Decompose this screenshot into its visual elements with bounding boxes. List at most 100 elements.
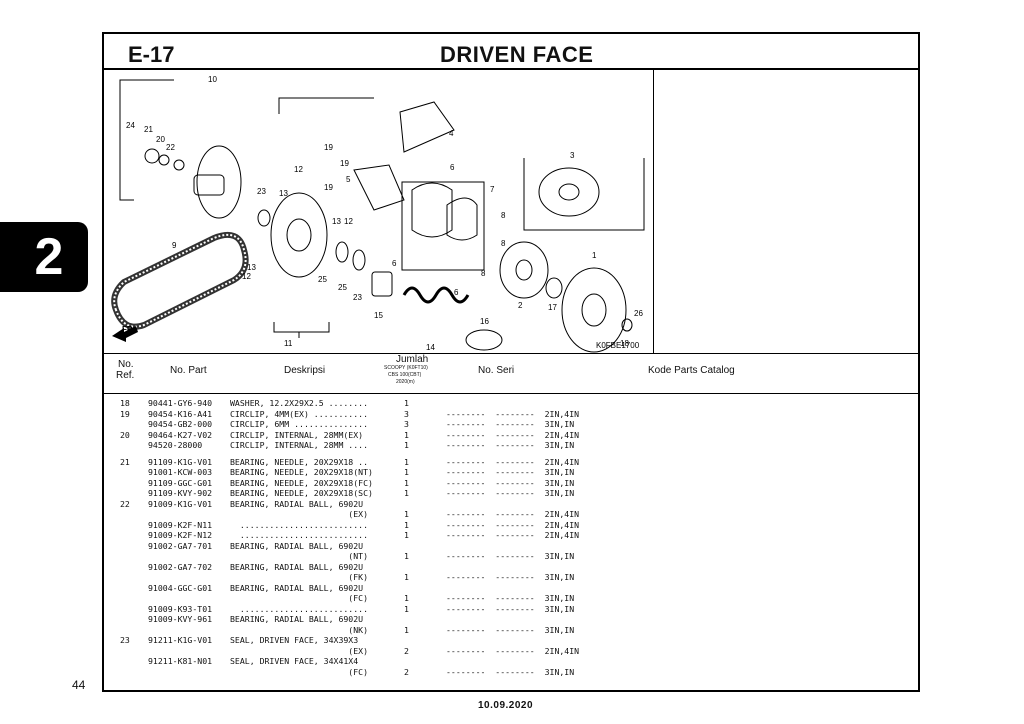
cell-qty: 1: [404, 488, 409, 498]
svg-text:3: 3: [570, 151, 575, 160]
catalog-frame: E-17 DRIVEN FACE: [102, 32, 920, 692]
col-part: No. Part: [170, 365, 207, 376]
cell-serial: -------- -------- 3IN,IN: [446, 572, 575, 582]
callout-box-left: [119, 79, 174, 201]
svg-text:25: 25: [338, 283, 347, 292]
cell-desc: CIRCLIP, INTERNAL, 28MM(EX): [230, 429, 364, 440]
page-header: E-17 DRIVEN FACE: [104, 34, 918, 70]
cell-desc: ..........................: [230, 603, 369, 614]
cell-qty: 1: [404, 530, 409, 540]
cell-part: 90454-K16-A41: [148, 408, 213, 419]
cell-part: 91009-K1G-V01: [148, 498, 213, 509]
col-desc: Deskripsi: [284, 365, 326, 376]
direction-label: FR.: [122, 325, 135, 334]
col-ref-line1: No.: [118, 359, 134, 370]
col-qty-sub2: CBS 100(CBT): [388, 372, 422, 378]
cell-desc: (FK): [230, 572, 369, 582]
cell-qty: 1: [404, 593, 409, 603]
cell-desc: (EX): [230, 645, 369, 656]
svg-text:20: 20: [156, 135, 165, 144]
svg-text:17: 17: [548, 303, 557, 312]
cell-qty: 1: [404, 467, 409, 477]
cell-part: 90454-GB2-000: [148, 419, 213, 429]
cell-desc: BEARING, NEEDLE, 20X29X18(FC): [230, 477, 373, 488]
cell-part: 91009-KVY-961: [148, 614, 213, 624]
svg-text:13: 13: [279, 189, 288, 198]
svg-text:12: 12: [294, 165, 303, 174]
cell-serial: -------- -------- 2IN,4IN: [446, 429, 580, 440]
cell-qty: 1: [404, 398, 409, 408]
svg-text:8: 8: [481, 269, 486, 278]
cell-part: 91009-K2F-N11: [148, 519, 213, 530]
cell-desc: ..........................: [230, 519, 369, 530]
cell-desc: (NK): [230, 624, 369, 635]
cell-serial: -------- -------- 3IN,IN: [446, 419, 575, 429]
svg-text:13: 13: [247, 263, 256, 272]
cell-part: 91004-GGC-G01: [148, 582, 213, 593]
cell-part: 90441-GY6-940: [148, 398, 213, 408]
svg-text:23: 23: [257, 187, 266, 196]
svg-text:10: 10: [208, 75, 217, 84]
print-date: 10.09.2020: [478, 700, 534, 711]
cell-serial: -------- -------- 2IN,4IN: [446, 530, 580, 540]
cell-serial: -------- -------- 3IN,IN: [446, 666, 575, 677]
cell-desc: BEARING, RADIAL BALL, 6902U: [230, 561, 364, 572]
cell-qty: 3: [404, 419, 409, 429]
cell-desc: WASHER, 12.2X29X2.5 ........: [230, 398, 369, 408]
svg-text:6: 6: [392, 259, 397, 268]
col-qty-sub1: SCOOPY (K0FT10): [384, 365, 428, 371]
cell-qty: 1: [404, 429, 409, 440]
svg-text:11: 11: [284, 339, 293, 348]
column-headers: No. Ref. No. Part Deskripsi Jumlah SCOOP…: [104, 353, 918, 394]
front-arrow-icon: [112, 326, 138, 342]
cell-qty: 1: [404, 509, 409, 519]
cell-serial: -------- -------- 3IN,IN: [446, 551, 575, 561]
svg-text:8: 8: [501, 211, 506, 220]
cell-qty: 1: [404, 519, 409, 530]
cell-desc: ..........................: [230, 530, 369, 540]
col-catalog: Kode Parts Catalog: [648, 365, 735, 376]
cell-serial: -------- -------- 2IN,4IN: [446, 519, 580, 530]
cell-desc: (FC): [230, 666, 369, 677]
cell-qty: 1: [404, 603, 409, 614]
svg-text:4: 4: [449, 129, 454, 138]
svg-text:16: 16: [480, 317, 489, 326]
section-tab-number: 2: [34, 228, 64, 286]
cell-serial: -------- -------- 3IN,IN: [446, 467, 575, 477]
cell-part: 91211-K81-N01: [148, 656, 213, 666]
cell-qty: 3: [404, 408, 409, 419]
cell-qty: 1: [404, 572, 409, 582]
section-tab: 2: [0, 222, 88, 292]
cell-desc: CIRCLIP, INTERNAL, 28MM ....: [230, 440, 369, 450]
cell-desc: CIRCLIP, 4MM(EX) ...........: [230, 408, 369, 419]
cell-desc: (EX): [230, 509, 369, 519]
cell-desc: BEARING, RADIAL BALL, 6902U: [230, 540, 364, 551]
cell-part: 91109-K1G-V01: [148, 456, 213, 467]
cell-ref: 21: [120, 456, 130, 467]
cell-serial: -------- -------- 3IN,IN: [446, 440, 575, 450]
svg-text:14: 14: [426, 343, 435, 352]
cell-serial: -------- -------- 3IN,IN: [446, 624, 575, 635]
col-qty-sub3: 2020(m): [396, 379, 415, 385]
cell-part: 91211-K1G-V01: [148, 635, 213, 645]
cell-desc: BEARING, RADIAL BALL, 6902U: [230, 582, 364, 593]
cell-qty: 1: [404, 477, 409, 488]
cell-ref: 20: [120, 429, 130, 440]
svg-text:24: 24: [126, 121, 135, 130]
cell-part: 94520-28000: [148, 440, 203, 450]
svg-text:12: 12: [344, 217, 353, 226]
cell-ref: 18: [120, 398, 130, 408]
svg-text:13: 13: [332, 217, 341, 226]
cell-serial: -------- -------- 2IN,4IN: [446, 456, 580, 467]
page-number: 44: [72, 678, 86, 692]
col-serial: No. Seri: [478, 365, 515, 376]
cell-desc: BEARING, RADIAL BALL, 6902U: [230, 614, 364, 624]
cell-desc: SEAL, DRIVEN FACE, 34X39X3: [230, 635, 359, 645]
cell-serial: -------- -------- 3IN,IN: [446, 593, 575, 603]
cell-desc: SEAL, DRIVEN FACE, 34X41X4: [230, 656, 359, 666]
svg-text:25: 25: [318, 275, 327, 284]
cell-desc: BEARING, NEEDLE, 20X29X18(SC): [230, 488, 373, 498]
cell-part: 91002-GA7-702: [148, 561, 213, 572]
svg-text:8: 8: [501, 239, 506, 248]
cell-part: 90464-K27-V02: [148, 429, 213, 440]
